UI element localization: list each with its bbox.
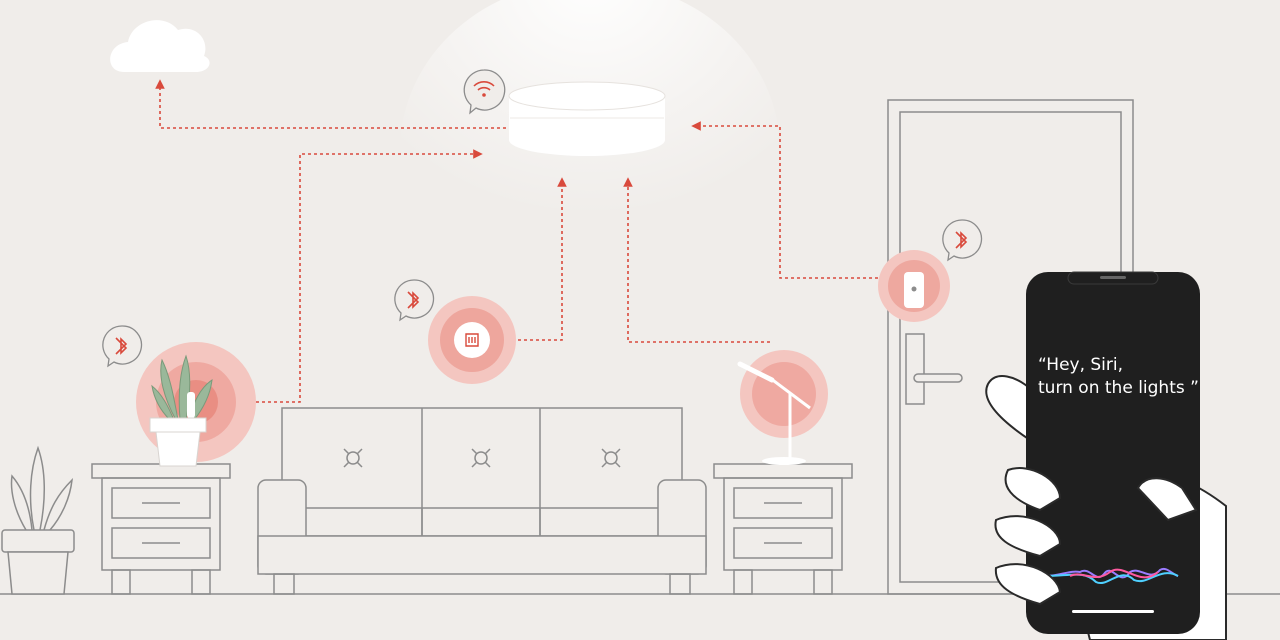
door-handle <box>914 374 962 382</box>
couch-button <box>472 449 490 467</box>
mi-sensor <box>428 296 516 384</box>
bluetooth-icon <box>395 280 434 320</box>
couch-button <box>602 449 620 467</box>
siri-line-2: turn on the lights ” <box>1038 377 1198 400</box>
siri-line-1: “Hey, Siri, <box>1038 354 1198 377</box>
door-sensor <box>878 250 950 322</box>
left-nightstand <box>92 464 230 594</box>
desk-lamp <box>740 350 828 465</box>
bluetooth-icon <box>103 326 142 366</box>
ceiling-light <box>509 82 665 156</box>
plant-sensor <box>187 392 195 418</box>
potted-plant <box>2 448 74 594</box>
door-lock <box>906 334 924 404</box>
home-indicator <box>1072 610 1154 613</box>
right-nightstand <box>714 464 852 594</box>
plant-with-sensor <box>136 342 256 466</box>
cloud-icon <box>110 20 209 72</box>
siri-request-text: “Hey, Siri, turn on the lights ” <box>1038 354 1198 400</box>
light-glow <box>400 0 780 320</box>
couch-button <box>344 449 362 467</box>
couch <box>258 408 706 594</box>
bluetooth-icon <box>943 220 982 260</box>
